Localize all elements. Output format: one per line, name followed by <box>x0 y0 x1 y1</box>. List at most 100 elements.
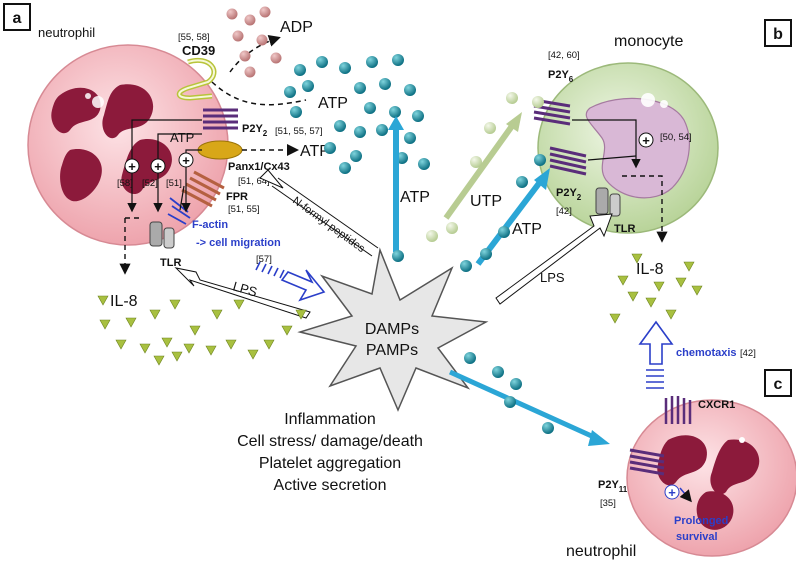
fpr-label: FPR <box>226 191 248 203</box>
svg-text:+: + <box>128 159 136 174</box>
p2y2-b-label: P2Y2 <box>556 187 582 202</box>
p2y2-b-ref: [42] <box>556 206 572 217</box>
il8-triangles-a <box>97 295 307 366</box>
ref-52: [52] <box>142 178 158 189</box>
atp-label-release: ATP <box>300 143 330 160</box>
ref-5054: [50, 54] <box>660 132 692 143</box>
migration-label: -> cell migration <box>196 237 281 249</box>
panel-label-c: c <box>764 369 792 397</box>
atp-molecules-b <box>460 154 546 272</box>
il8-label-a: IL-8 <box>110 293 138 310</box>
p2y11-ref: [35] <box>600 498 616 509</box>
survival-arrow <box>679 487 692 503</box>
fpr-ref: [51, 55] <box>228 204 260 215</box>
p2y6-ref: [42, 60] <box>548 50 580 61</box>
tlr-receptor-a <box>149 221 175 249</box>
p2y11-label: P2Y11 <box>598 479 628 494</box>
neutrophil-cell-a <box>27 44 229 246</box>
utp-arrow <box>443 124 515 220</box>
sources-list: Inflammation Cell stress/ damage/death P… <box>237 411 423 494</box>
damps-label: DAMPs <box>365 321 419 338</box>
tlr-a-label: TLR <box>160 257 181 269</box>
utp-molecules <box>426 92 544 242</box>
svg-text:b: b <box>773 26 783 43</box>
chemotaxis-label: chemotaxis <box>676 347 737 359</box>
plus-sign-c <box>664 484 680 500</box>
prolonged-label: Prolonged <box>674 515 728 527</box>
nformyl-arrow <box>259 169 379 257</box>
utp-label: UTP <box>470 193 502 210</box>
lps-arrow-a <box>174 267 311 319</box>
nucleus-c <box>657 435 760 530</box>
cd39-receptor <box>176 57 217 101</box>
atp-inside-a: ATP <box>170 130 194 145</box>
p2y2-receptor-b <box>549 146 587 176</box>
p2y6-receptor <box>533 98 571 126</box>
il8-secretion-arrow-b <box>622 175 668 243</box>
damps-pamps-star <box>297 247 489 412</box>
cd39-ref: [55, 58] <box>178 32 210 43</box>
svg-text:+: + <box>182 153 190 168</box>
cxcr1-receptor <box>664 396 692 424</box>
tlr-receptor-b <box>595 187 621 217</box>
plus-sign-b <box>638 132 654 148</box>
fpr-receptor <box>181 170 225 208</box>
neutrophil-a-label: neutrophil <box>38 25 95 40</box>
atp-molecules-c <box>464 352 554 434</box>
nformyl-label: N-formyl peptides <box>290 195 367 256</box>
migration-ref: [57] <box>256 254 272 265</box>
p2y11-receptor <box>629 448 665 476</box>
nucleus-a <box>51 84 172 202</box>
lps-label-b: LPS <box>540 270 565 285</box>
source-item: Active secretion <box>274 477 387 494</box>
signal-lines-b <box>572 119 641 169</box>
ref-58: [58] <box>117 178 133 189</box>
p2y6-label: P2Y6 <box>548 69 574 84</box>
ref-51: [51] <box>166 178 182 189</box>
plus-signs-a: + + + <box>124 152 194 174</box>
atp-label-top: ATP <box>318 95 348 112</box>
factin-label: F-actin <box>192 219 228 231</box>
monocyte-cell-b <box>537 62 719 234</box>
chemotaxis-arrow <box>638 320 674 389</box>
adp-arrow <box>229 35 281 73</box>
panx-channel <box>197 140 243 160</box>
atp-arrow-c <box>448 369 598 441</box>
panx-ref: [51, 64] <box>238 176 270 187</box>
svg-text:+: + <box>154 159 162 174</box>
lps-label-a: LPS <box>231 278 259 299</box>
il8-triangles-b <box>609 253 703 324</box>
cd39-label: CD39 <box>182 43 215 58</box>
source-item: Inflammation <box>284 411 376 428</box>
panx-label: Panx1/Cx43 <box>228 161 290 173</box>
adp-molecules <box>226 6 282 78</box>
lps-arrow-b <box>495 213 613 305</box>
svg-text:+: + <box>642 133 650 148</box>
atp-label-b: ATP <box>512 221 542 238</box>
survival-label: survival <box>676 531 718 543</box>
neutrophil-c-label: neutrophil <box>566 543 636 560</box>
migration-arrow <box>255 261 326 302</box>
atp-label-center: ATP <box>400 189 430 206</box>
svg-text:+: + <box>668 485 676 500</box>
pamps-label: PAMPs <box>366 342 418 359</box>
il8-label-b: IL-8 <box>636 261 664 278</box>
panel-label-b: b <box>764 19 792 47</box>
neutrophil-cell-c <box>626 399 796 557</box>
atp-hydrolysis-arrow <box>211 81 307 106</box>
signal-lines-a <box>127 119 202 213</box>
panel-label-a: a <box>3 3 31 31</box>
cxcr1-label: CXCR1 <box>698 399 735 411</box>
atp-molecules-cluster <box>284 54 430 174</box>
p2y2-a-label: P2Y2 <box>242 123 268 138</box>
svg-text:c: c <box>774 376 783 393</box>
p2y2-a-ref: [51, 55, 57] <box>275 126 323 137</box>
adp-label: ADP <box>280 19 313 36</box>
monocyte-label: monocyte <box>614 33 683 50</box>
tlr-b-label: TLR <box>614 223 635 235</box>
svg-text:a: a <box>13 10 22 27</box>
source-item: Cell stress/ damage/death <box>237 433 423 450</box>
source-item: Platelet aggregation <box>259 455 401 472</box>
p2y2-receptor-a <box>203 108 238 130</box>
